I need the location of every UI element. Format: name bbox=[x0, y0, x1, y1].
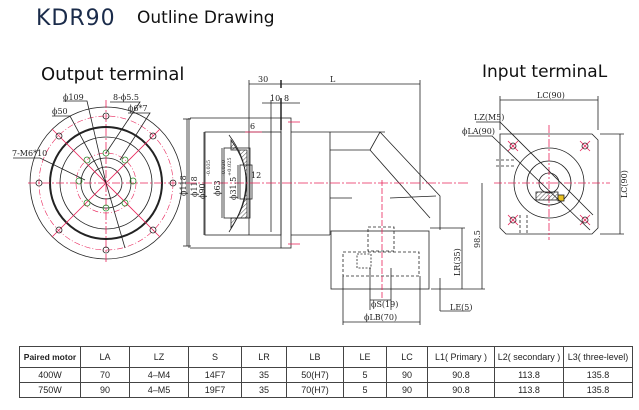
cell: 70 bbox=[80, 367, 130, 383]
cell: 90.8 bbox=[427, 367, 495, 383]
dim-phiLB: ϕLB(70) bbox=[364, 313, 397, 322]
label-phi50: ϕ50 bbox=[52, 107, 68, 116]
model-title: KDR90 bbox=[36, 6, 116, 31]
cell: 35 bbox=[241, 367, 287, 383]
cell: 4–M4 bbox=[129, 367, 189, 383]
dim-phi90-tol: -0.035 bbox=[206, 160, 212, 176]
dim-12: 12 bbox=[251, 171, 261, 180]
side-view bbox=[186, 80, 485, 325]
label-7-m6x10: 7-M6*10 bbox=[12, 149, 47, 158]
cell: 135.8 bbox=[563, 367, 633, 383]
dim-phi90: ϕ90 bbox=[198, 183, 207, 199]
col-L1: L1( Primary ) bbox=[427, 346, 495, 368]
spec-table: Paired motor LA LZ S LR LB LE LC L1( Pri… bbox=[19, 346, 633, 398]
label-LZ: LZ(M5) bbox=[474, 113, 504, 122]
col-LA: LA bbox=[80, 346, 130, 368]
cell: 4–M5 bbox=[129, 382, 189, 398]
cell: 5 bbox=[343, 367, 387, 383]
col-L3: L3( three-level) bbox=[563, 346, 633, 368]
cell: 113.8 bbox=[494, 367, 564, 383]
inner-tapped-holes bbox=[75, 149, 137, 212]
cell: 19F7 bbox=[188, 382, 242, 398]
dim-LC-side: LC(90) bbox=[620, 170, 629, 198]
dim-phiS: ϕS(19) bbox=[371, 300, 398, 309]
dim-LE: LE(5) bbox=[450, 303, 472, 312]
dim-30: 30 bbox=[258, 75, 268, 84]
label-8-phi5-5: 8-ϕ5.5 bbox=[113, 93, 139, 102]
cell: 90 bbox=[386, 382, 428, 398]
cell: 135.8 bbox=[563, 382, 633, 398]
dim-6: 6 bbox=[250, 122, 255, 131]
input-terminal-view bbox=[468, 96, 624, 240]
col-LZ: LZ bbox=[129, 346, 189, 368]
cell: 5 bbox=[343, 382, 387, 398]
drawing-title: Outline Drawing bbox=[137, 8, 275, 28]
input-terminal-heading: Input terminaL bbox=[482, 62, 608, 82]
table-header-row: Paired motor LA LZ S LR LB LE LC L1( Pri… bbox=[19, 346, 633, 368]
cell: 90 bbox=[386, 367, 428, 383]
cell: 400W bbox=[19, 367, 81, 383]
cell: 90.8 bbox=[427, 382, 495, 398]
col-paired-motor: Paired motor bbox=[19, 346, 81, 368]
dim-phi31-5: ϕ31.5 bbox=[229, 177, 238, 200]
cell: 14F7 bbox=[188, 367, 242, 383]
outer-bolt-holes bbox=[35, 112, 177, 254]
output-terminal-heading: Output terminal bbox=[41, 64, 185, 85]
col-LE: LE bbox=[343, 346, 387, 368]
cell: 70(H7) bbox=[286, 382, 344, 398]
cell: 50(H7) bbox=[286, 367, 344, 383]
label-phi118-output: ϕ118 bbox=[190, 176, 199, 197]
dim-L: L bbox=[330, 75, 336, 84]
outline-drawing: ϕ109 8-ϕ5.5 ϕ50 ϕ6*7 7-M6*10 ϕ118 bbox=[12, 75, 629, 325]
dim-8: 8 bbox=[284, 94, 289, 103]
output-terminal-view bbox=[13, 100, 191, 262]
dim-phi118-side: ϕ118 bbox=[179, 175, 188, 196]
cell: 113.8 bbox=[494, 382, 564, 398]
label-phi6x7: ϕ6*7 bbox=[128, 104, 148, 113]
col-LR: LR bbox=[241, 346, 287, 368]
table-row: 400W 70 4–M4 14F7 35 50(H7) 5 90 90.8 11… bbox=[19, 367, 633, 383]
cell: 90 bbox=[80, 382, 130, 398]
dim-LC-top: LC(90) bbox=[537, 91, 565, 100]
label-phiLA: ϕLA(90) bbox=[462, 127, 495, 136]
col-LB: LB bbox=[286, 346, 344, 368]
dim-phi31-5-tol: +0.025 bbox=[227, 157, 233, 176]
label-phi109: ϕ109 bbox=[63, 93, 84, 102]
dim-LR: LR(35) bbox=[453, 248, 462, 276]
cell: 750W bbox=[19, 382, 81, 398]
dim-phi63-tol: -0.030 bbox=[221, 160, 227, 176]
col-LC: LC bbox=[386, 346, 428, 368]
dim-10: 10 bbox=[270, 94, 280, 103]
cell: 35 bbox=[241, 382, 287, 398]
table-row: 750W 90 4–M5 19F7 35 70(H7) 5 90 90.8 11… bbox=[19, 382, 633, 398]
dim-phi63: ϕ63 bbox=[213, 180, 222, 196]
col-L2: L2( secondary ) bbox=[494, 346, 564, 368]
dim-98-5: 98.5 bbox=[473, 230, 482, 248]
col-S: S bbox=[188, 346, 242, 368]
input-bolt-holes bbox=[507, 140, 591, 226]
